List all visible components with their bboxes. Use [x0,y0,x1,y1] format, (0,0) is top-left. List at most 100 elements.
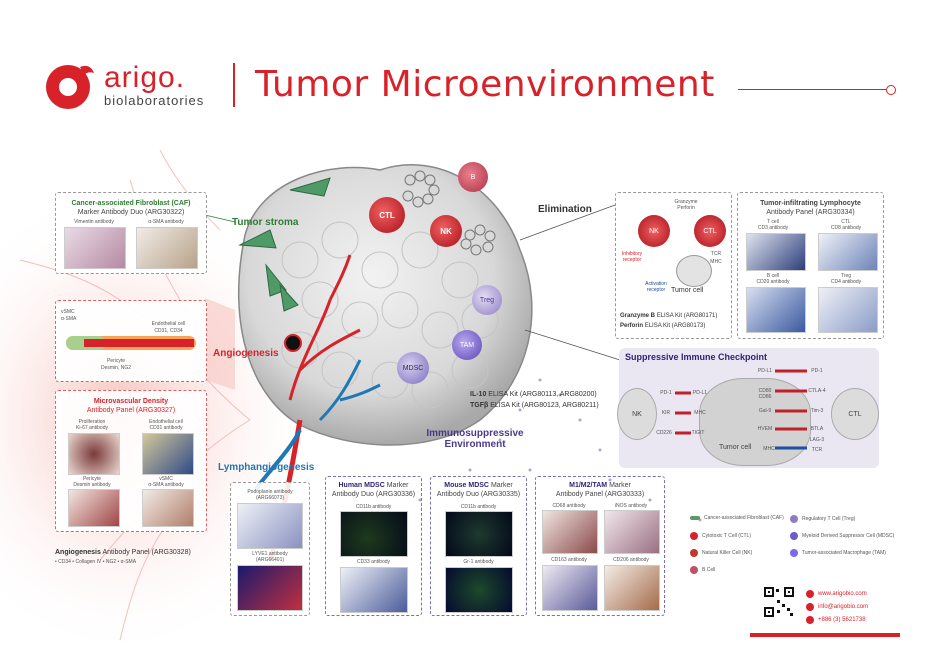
tp-a: CD68 antibody [552,503,586,509]
mvd-c4b: α-SMA antibody [148,482,184,488]
checkpoint-tumor-label: Tumor cell [719,444,752,451]
mm-t1: Mouse MDSC [444,482,489,489]
mvd-image-4 [142,489,194,527]
b-cell: B [458,162,488,192]
til-subtitle: Antibody Panel (ARG30334) [766,209,855,216]
arigo-logo-icon [46,65,94,109]
angio-panel: Angiogenesis Antibody Panel (ARG30328) [55,549,191,556]
legend-b: B Cell [690,566,715,574]
cp-midl-3: TIGIT [691,430,705,436]
hm-img2-label: CD33 antibody [356,559,391,565]
mvd-c3: Pericyte [82,476,102,482]
legend-mdsc: Myeloid Derived Suppressor Cell (MDSC) [790,532,894,540]
elim-kit1-name: Granzyme B [620,313,656,319]
mail-icon [806,603,814,611]
tp-b: iNOS antibody [614,503,648,509]
angiogenesis-label: Angiogenesis [213,348,279,359]
vsmc-marker: α-SMA [61,316,77,322]
mm-image-1 [445,511,513,557]
til-image-2 [818,233,878,271]
til-db: CD4 antibody [830,279,862,285]
elim-kit2-name: Perforin [620,323,644,329]
elim-tumor-label: Tumor cell [671,287,704,294]
til-title: Tumor-infiltrating Lymphocyte [760,200,861,207]
checkpoint-tumor-cell [699,378,811,466]
caf-panel: Cancer-associated Fibroblast (CAF) Marke… [55,192,207,274]
nk-cell: NK [430,215,462,247]
cp-left-1: PD-1 [660,390,672,396]
vessel-illustration [66,336,196,350]
tp-image-b [604,510,660,554]
mouse-mdsc-panel: Mouse MDSC Marker Antibody Duo (ARG30335… [430,476,527,616]
lymph-image-2 [237,565,303,611]
lymph-panel: Podoplanin antibody (ARG66073) LYVE1 ant… [230,482,310,616]
cp-left-2: KIR [661,410,671,416]
brand-logo[interactable]: arigo. biolaboratories [40,55,204,115]
cp-right-6: TCR [811,447,823,453]
mvd-c1b: Ki-67 antibody [76,425,108,431]
hm-t3: Antibody Duo (ARG30336) [331,491,416,498]
treg-cell: Treg [472,285,502,315]
ctl-cell: CTL [369,197,405,233]
legend-caf: Cancer-associated Fibroblast (CAF) [690,515,784,521]
mvd-c3b: Desmin antibody [73,482,111,488]
mvd-c2b: CD31 antibody [149,425,183,431]
mvd-c1: Proliferation [78,419,106,425]
mm-t3: Antibody Duo (ARG30335) [436,491,521,498]
contact-email[interactable]: info@arigobio.com [806,603,868,611]
legend-caf-label: Cancer-associated Fibroblast (CAF) [704,515,784,521]
vessel-diagram: vSMC α-SMA Endothelial cell CD31, CD34 P… [55,300,207,382]
legend-treg-label: Regulatory T Cell (Treg) [802,516,856,522]
is-kit1: ELISA Kit (ARG80113, ARG80200) [488,391,597,398]
legend-tam: Tumor-associated Macrophage (TAM) [790,549,886,557]
checkpoint-panel: Suppressive Immune Checkpoint NK CTL Tum… [617,348,879,468]
mvd-image-3 [68,489,120,527]
lymph-image-1 [237,503,303,549]
mvd-image-1 [68,433,120,475]
elimination-label: Elimination [538,204,592,215]
title-rule-end-icon [886,85,896,95]
contact-email-text: info@arigobio.com [818,604,869,610]
granzyme-label: Granzyme [674,199,698,205]
til-image-1 [746,233,806,271]
mdsc-cell: MDSC [397,352,429,384]
tam-cell: TAM [452,330,482,360]
elim-inhib: Inhibitory receptor [621,251,643,263]
til-ab: CD3 antibody [757,225,789,231]
tp-image-a [542,510,598,554]
mvd-subtitle: Antibody Panel (ARG30327) [86,407,176,414]
page-title: Tumor Microenvironment [255,64,715,105]
caf-img1-label: Vimentin antibody [74,219,114,225]
til-c: B cell [766,273,780,279]
legend-b-label: B Cell [702,567,716,573]
cp-right-4: BTLA [810,426,824,432]
checkpoint-title: Suppressive Immune Checkpoint [625,352,768,362]
til-panel: Tumor-infiltrating Lymphocyte Antibody P… [737,192,884,339]
tam-panel: M1/M2/TAM Marker Antibody Panel (ARG3033… [535,476,665,616]
cp-right-5: LAG-3 [809,437,825,443]
legend-nk: Natural Killer Cell (NK) [690,549,752,557]
hm-image-2 [340,567,408,613]
contact-phone-text: +886 (3) 5621738 [818,617,866,623]
is-kit2: ELISA Kit (ARG80123, ARG80211) [490,402,599,409]
tp-image-d [604,565,660,611]
is-kit1-name: IL-10 [470,391,487,398]
contact-web[interactable]: www.arigobio.com [806,590,867,598]
elim-activ: Activation receptor [645,281,667,293]
lymphangiogenesis-label: Lymphangiogenesis [218,462,315,473]
mm-image-2 [445,567,513,613]
cp-left-3: CD226 [656,430,672,436]
elim-kit1: ELISA Kit (ARG80171) [656,313,718,319]
lymph-img2-cat: (ARG66401) [255,557,285,563]
legend-tam-label: Tumor-associated Macrophage (TAM) [802,550,886,556]
mvd-panel: Microvascular Density Antibody Panel (AR… [55,390,207,532]
hm-t2: Marker [386,482,409,489]
qr-code-icon[interactable] [763,586,795,618]
contact-phone[interactable]: +886 (3) 5621738 [806,616,866,624]
cp-midr-3: Gal-9 [758,408,772,414]
immunosupp-label: Immunosuppressive Environment [420,428,530,450]
cp-midr-4: HVEM [757,426,773,432]
legend-treg-icon [790,515,798,523]
mvd-title: Microvascular Density [93,398,169,405]
mvd-image-2 [142,433,194,475]
